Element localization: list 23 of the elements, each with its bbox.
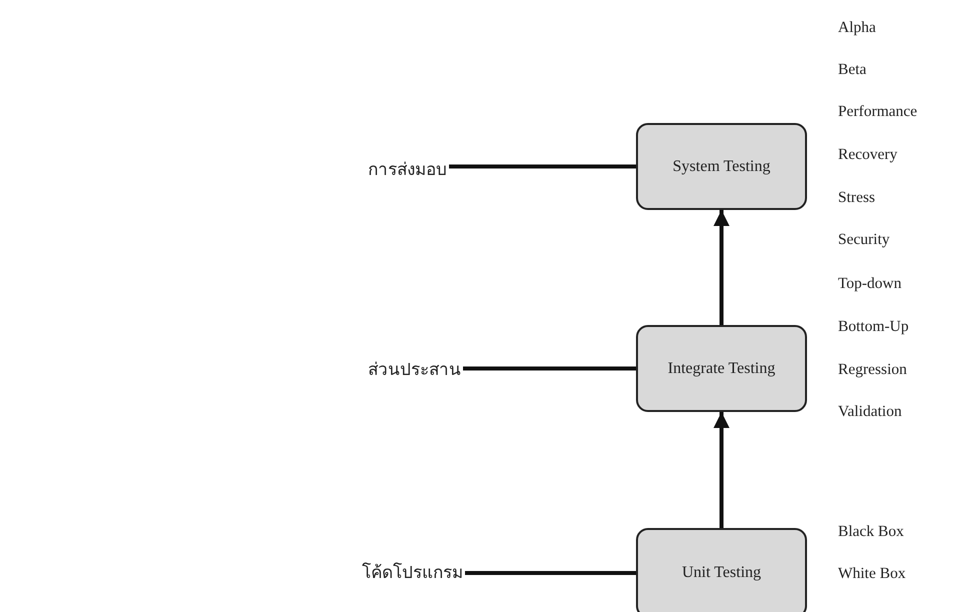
technique-label: Top-down [838, 274, 902, 294]
process-box: Integrate Testing [636, 325, 807, 412]
technique-label: Security [838, 230, 890, 250]
technique-label: Beta [838, 60, 866, 80]
technique-label: Validation [838, 402, 902, 422]
arrow [714, 412, 730, 528]
technique-label: Bottom-Up [838, 317, 909, 337]
process-box: Unit Testing [636, 528, 807, 612]
stage-label: โค้ดโปรแกรม [362, 562, 463, 584]
technique-label: Performance [838, 102, 918, 122]
connector-line [463, 366, 636, 370]
technique-label: Recovery [838, 145, 898, 165]
connector-line [449, 164, 636, 168]
process-box: System Testing [636, 123, 807, 210]
technique-label: White Box [838, 564, 906, 584]
technique-label: Regression [838, 360, 907, 380]
technique-label: Black Box [838, 522, 904, 542]
connector-line [465, 571, 636, 575]
technique-label: Alpha [838, 18, 876, 38]
arrow [714, 210, 730, 325]
stage-label: การส่งมอบ [368, 159, 447, 181]
technique-label: Stress [838, 188, 876, 208]
stage-label: ส่วนประสาน [368, 359, 461, 381]
